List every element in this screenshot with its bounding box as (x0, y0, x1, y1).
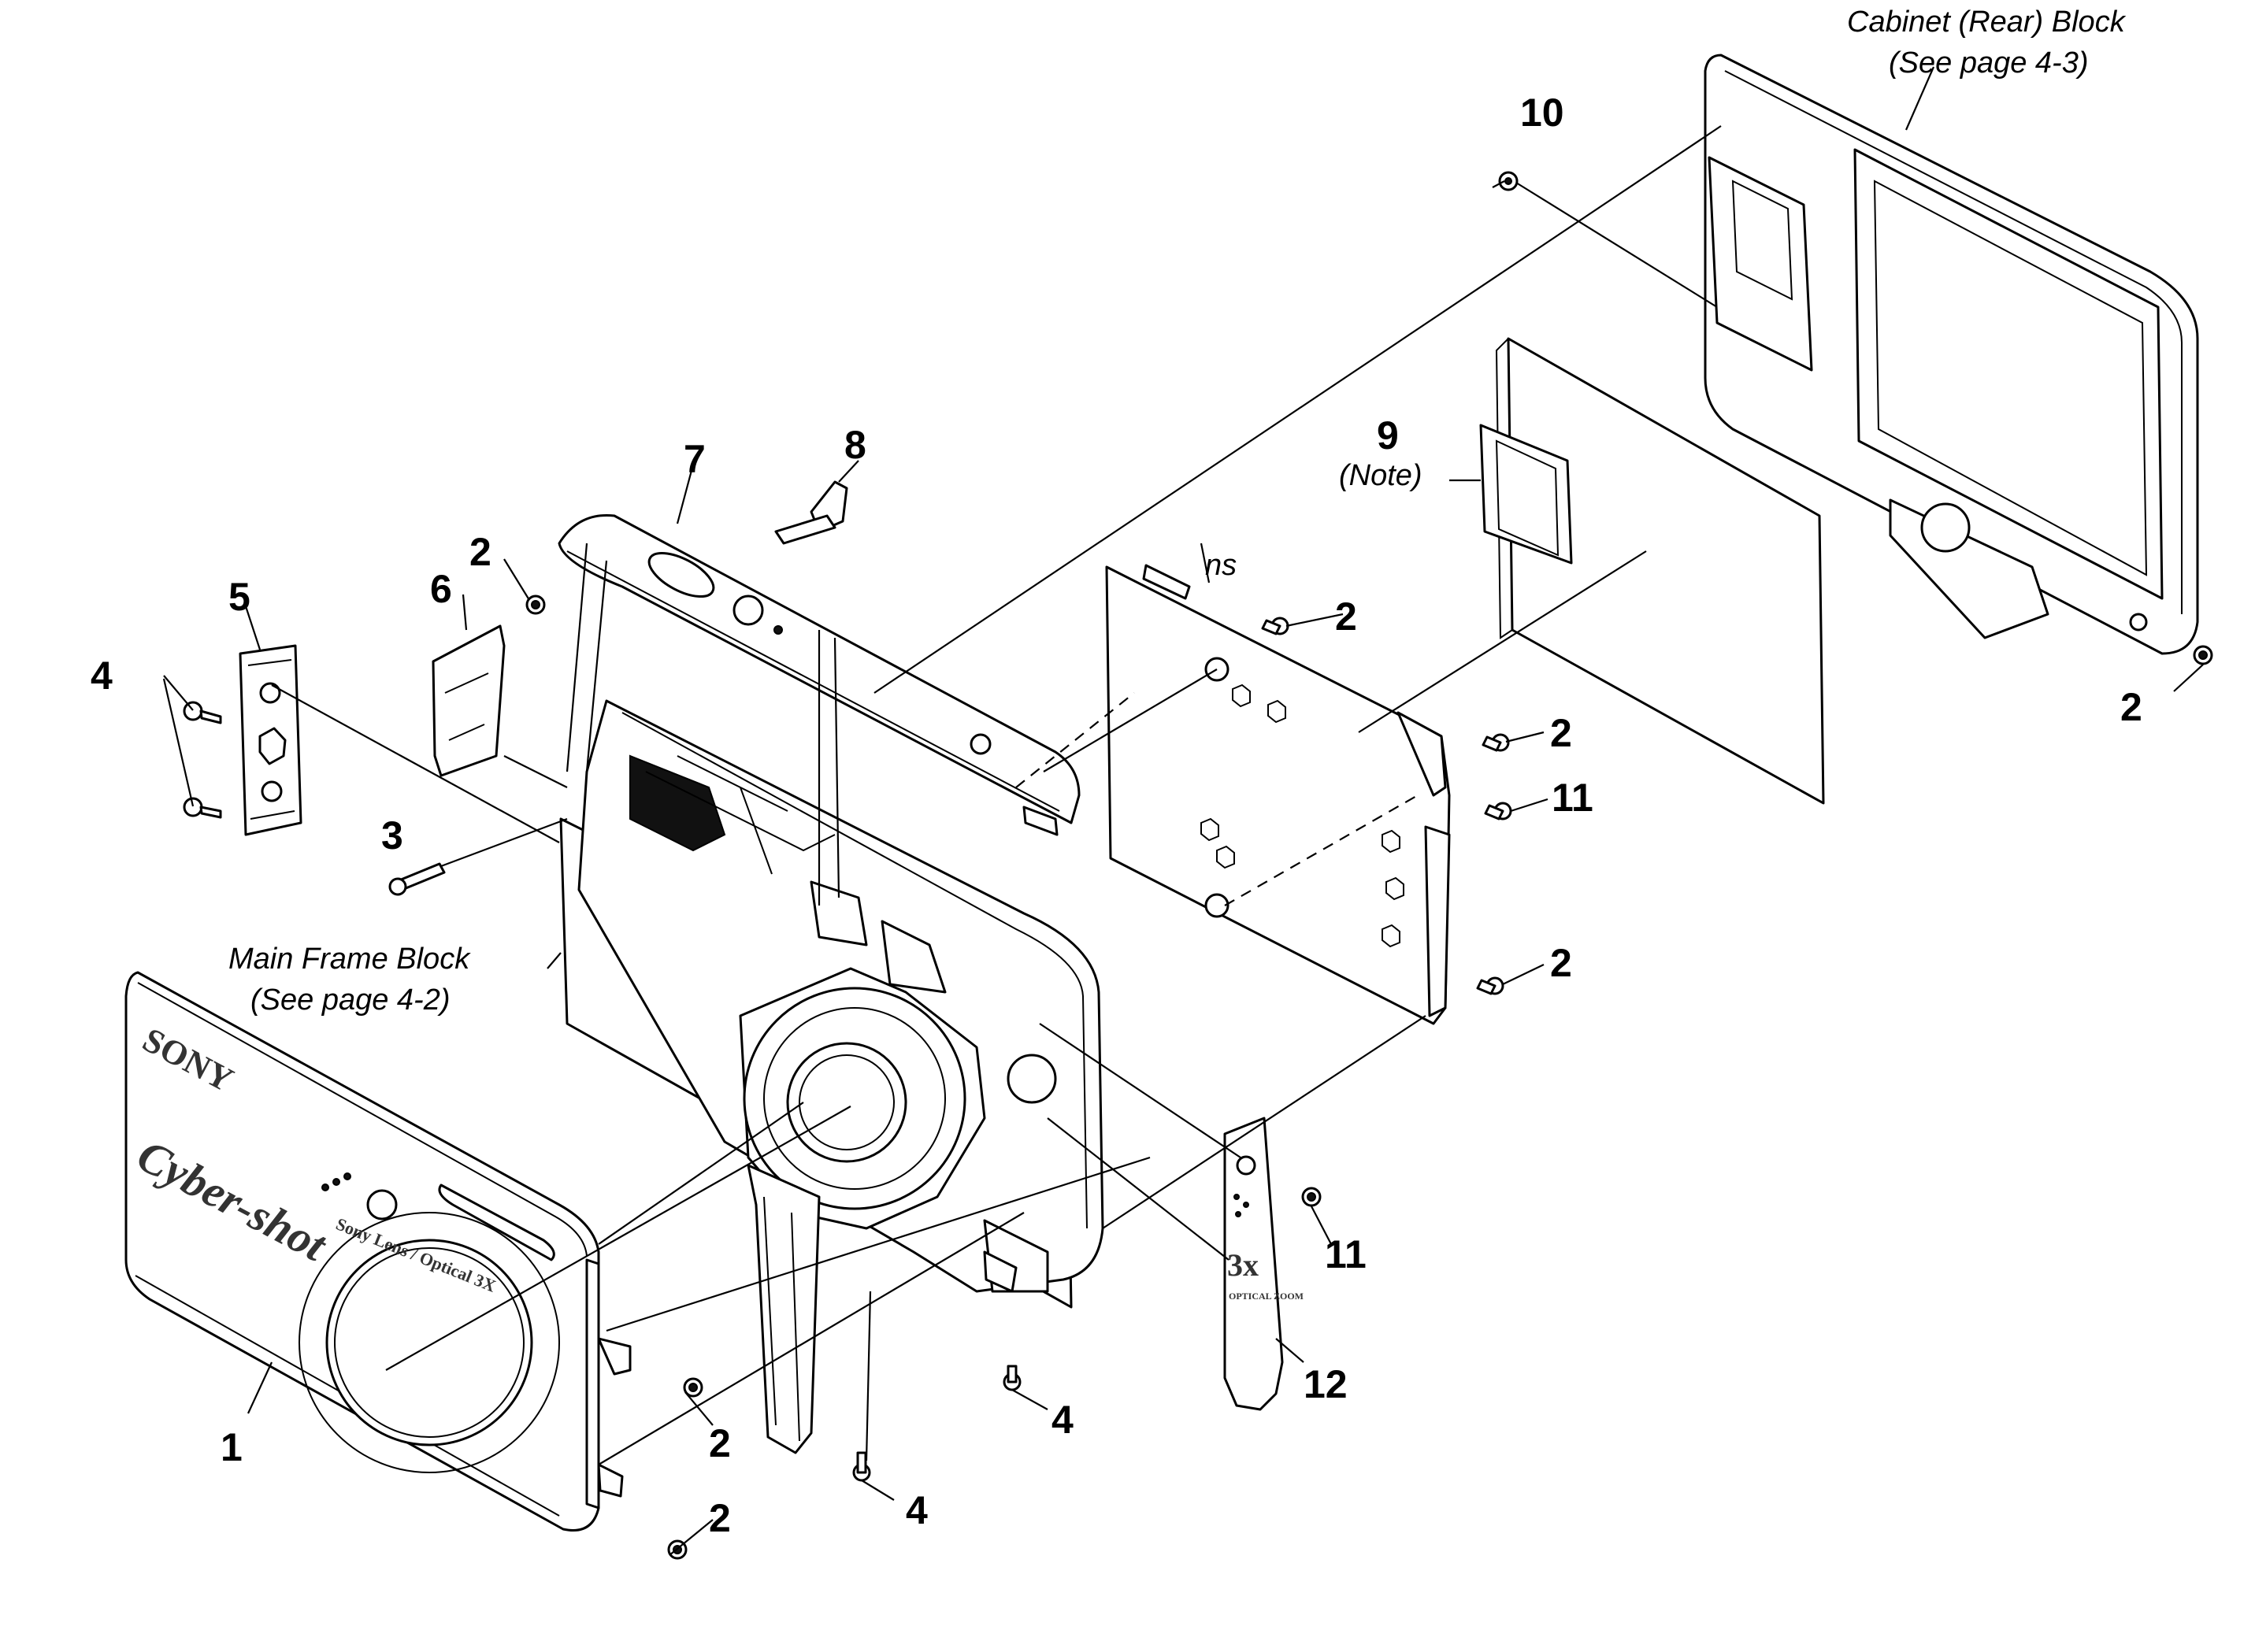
screw-part-3 (388, 862, 446, 896)
cabinet-rear-block-label: Cabinet (Rear) Block (1847, 6, 2127, 39)
callout-4: 4 (91, 654, 113, 698)
callout-10: 10 (1520, 91, 1564, 135)
callout-2: 2 (1550, 941, 1572, 985)
callout-6: 6 (430, 567, 452, 611)
zoom-badge: 3x (1227, 1247, 1259, 1283)
callout-3: 3 (381, 813, 403, 857)
main-frame-block-ref: (See page 4-2) (250, 983, 451, 1017)
screw (183, 797, 222, 819)
callout-11: 11 (1552, 776, 1593, 820)
note-label: (Note) (1339, 459, 1422, 492)
main-frame-block-label: Main Frame Block (228, 943, 471, 976)
callout-5: 5 (228, 575, 250, 619)
callout-2: 2 (1550, 711, 1572, 755)
callout-12: 12 (1304, 1362, 1348, 1406)
side-plate-part-5 (239, 644, 302, 836)
cabinet-rear-block (1704, 54, 2199, 655)
callout-2: 2 (469, 530, 491, 574)
panel-part-9 (1479, 337, 1825, 805)
bracket-part-6 (432, 624, 506, 777)
front-cover-part-1: SONY Cyber-shot Sony Lens / Optical 3X (124, 971, 632, 1532)
screw (1484, 802, 1512, 820)
callout-2: 2 (2120, 685, 2142, 729)
screw (683, 1377, 703, 1398)
screw (2193, 645, 2213, 665)
cabinet-rear-block-ref: (See page 4-3) (1889, 46, 2089, 80)
side-cover-part-12: 3x OPTICAL ZOOM (1223, 1117, 1304, 1411)
zoom-badge-subtext: OPTICAL ZOOM (1229, 1291, 1304, 1302)
screw (183, 701, 222, 724)
callouts: 1 2 2 2 2 2 2 2 3 4 4 4 5 6 7 8 9 10 11 … (91, 91, 2142, 1540)
screw (1498, 171, 1519, 191)
callout-9: 9 (1377, 413, 1399, 457)
screw (525, 594, 546, 615)
ns-label: ns (1205, 549, 1237, 582)
screw (1482, 733, 1510, 752)
callout-8: 8 (844, 423, 866, 467)
callout-11: 11 (1325, 1232, 1367, 1276)
screw (1476, 976, 1504, 995)
clip-part-8 (774, 480, 848, 545)
callout-4: 4 (1051, 1398, 1074, 1442)
callout-2: 2 (1335, 594, 1357, 639)
callout-2: 2 (709, 1421, 731, 1465)
leader-lines (162, 66, 2204, 1556)
callout-4: 4 (906, 1488, 928, 1532)
block-labels: Cabinet (Rear) Block (See page 4-3) Main… (228, 6, 2127, 1017)
callout-1: 1 (221, 1425, 243, 1469)
shield-plate-part-2 (1105, 564, 1451, 1025)
screw (1261, 617, 1289, 635)
screw (1301, 1187, 1322, 1207)
main-frame-block (559, 699, 1104, 1454)
callout-7: 7 (684, 437, 706, 481)
callout-2: 2 (709, 1496, 731, 1540)
screw (1003, 1365, 1022, 1391)
